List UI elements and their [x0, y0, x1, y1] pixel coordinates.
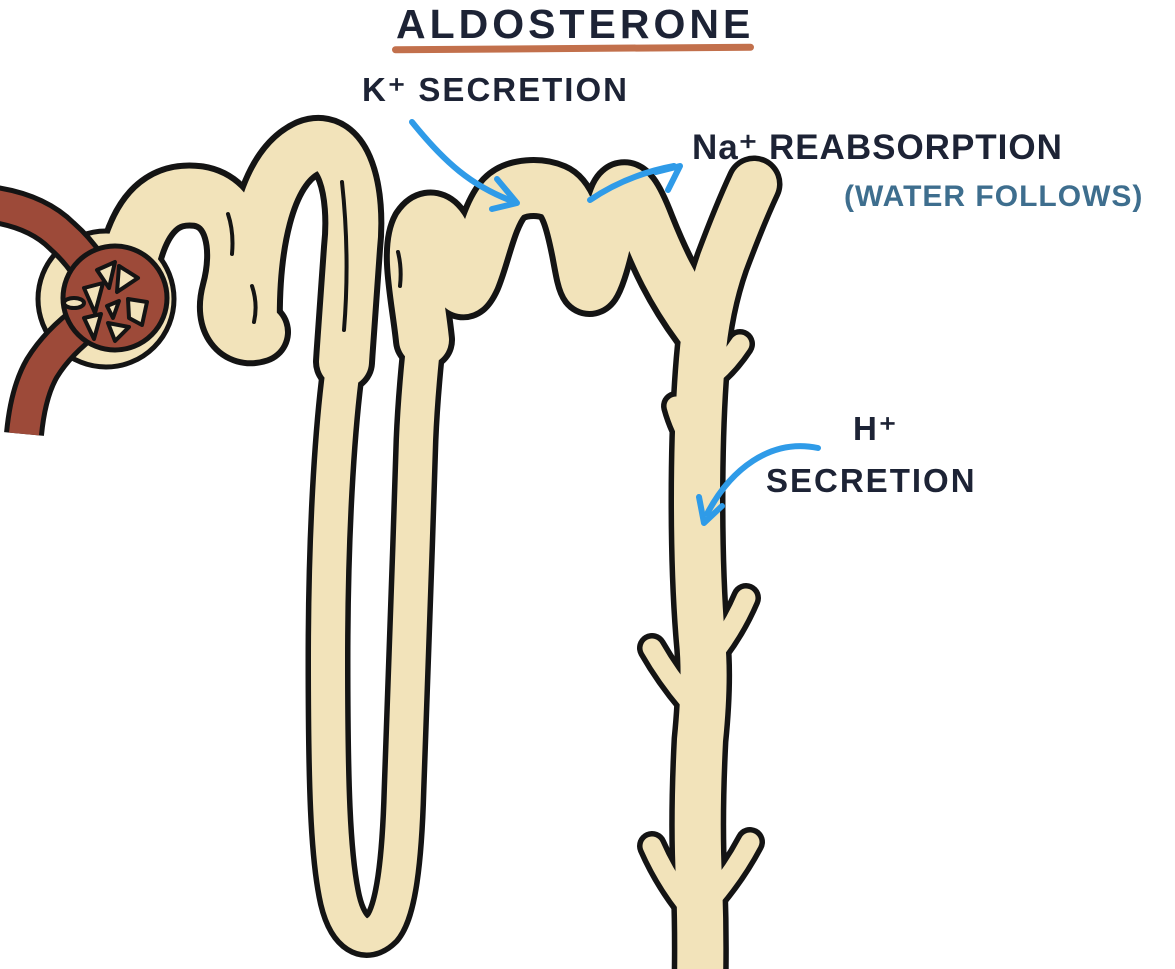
- annotation-arrows: [409, 119, 821, 526]
- water-follows-label: (WATER FOLLOWS): [844, 180, 1144, 213]
- tubule-crease-lines: [226, 180, 403, 332]
- na-reabsorption-arrow: [587, 163, 683, 203]
- k-secretion-label: K⁺ SECRETION: [362, 71, 629, 108]
- glomerulus: [60, 243, 170, 353]
- glomerulus-capillary-loops: [62, 260, 149, 343]
- na-reabsorption-label: Na⁺ REABSORPTION: [692, 128, 1063, 167]
- h-ion-label: H⁺: [853, 410, 899, 447]
- h-secretion-arrow: [696, 443, 821, 526]
- page-title: ALDOSTERONE: [396, 1, 755, 47]
- tubule-lumen-layer: [128, 146, 754, 969]
- h-secretion-label: SECRETION: [766, 462, 977, 499]
- k-secretion-arrow: [409, 119, 520, 212]
